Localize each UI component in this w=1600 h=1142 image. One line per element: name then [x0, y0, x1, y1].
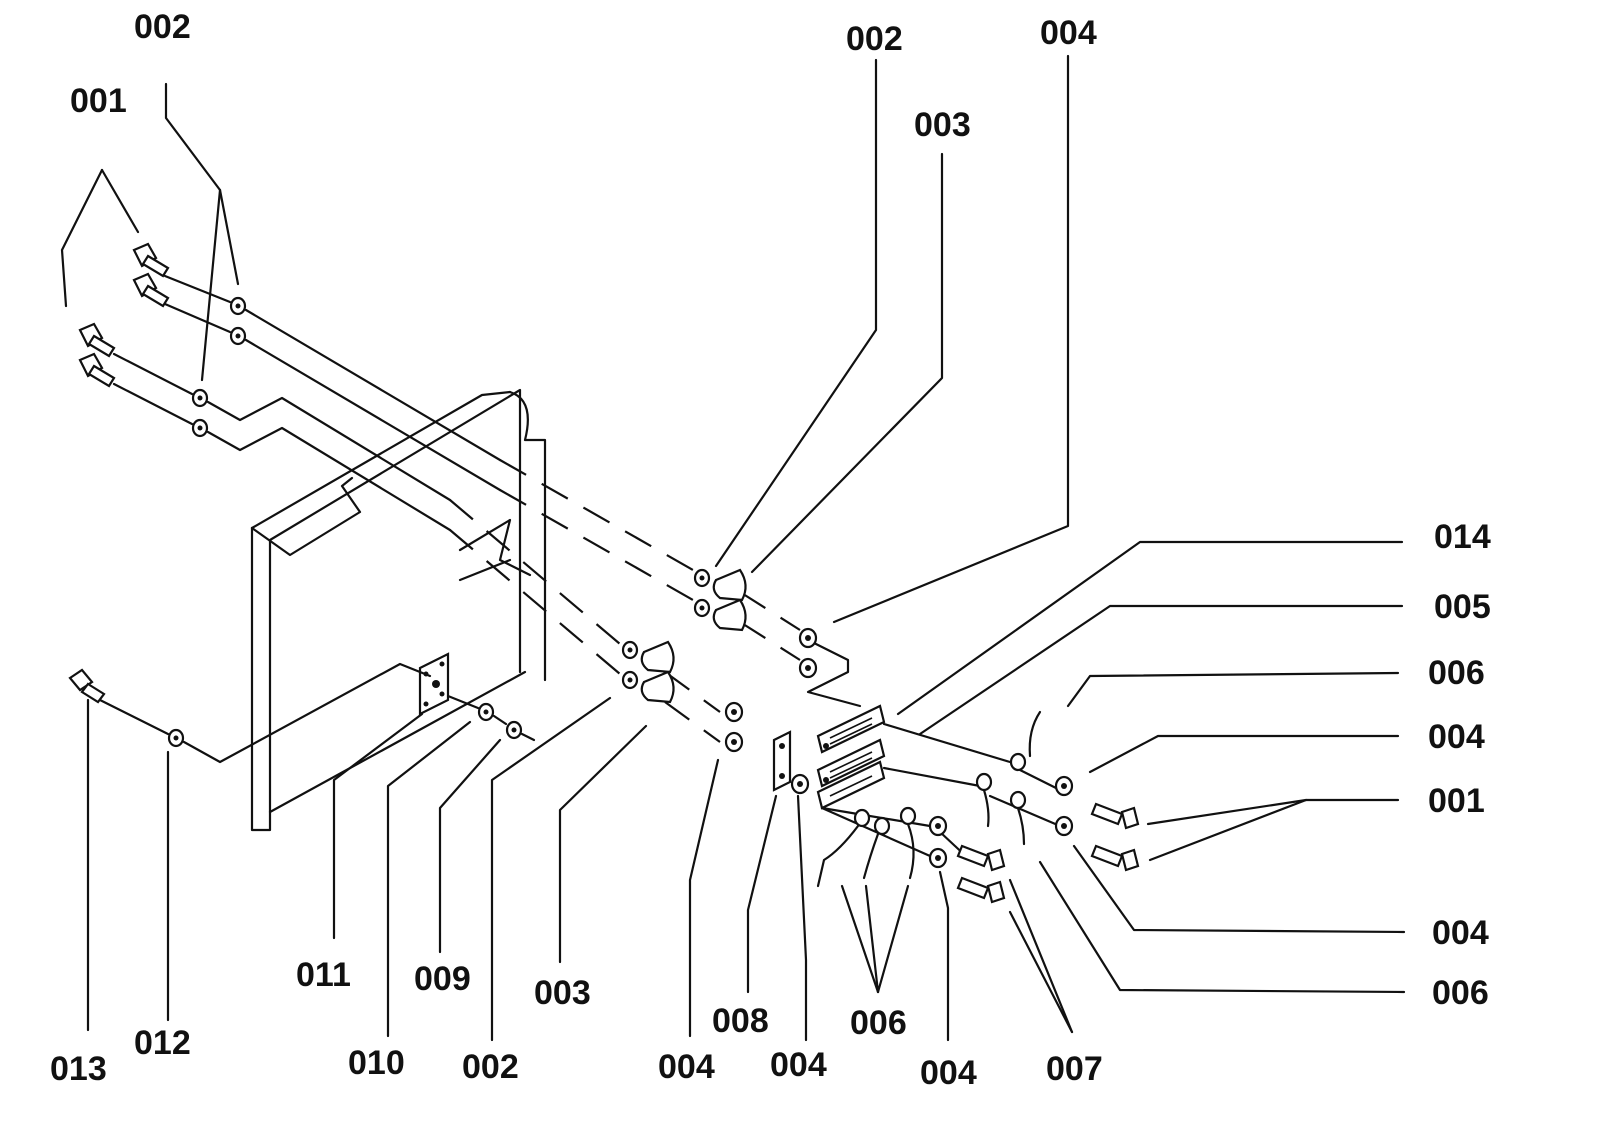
- mounting-panel: [250, 388, 547, 832]
- callout-004-bottom-2: 004: [770, 1046, 827, 1084]
- screw-013: [68, 668, 106, 704]
- washer-009: [477, 702, 495, 722]
- terminal-block-014: [816, 704, 886, 754]
- callout-009: 009: [414, 960, 471, 998]
- washer-004-lower-b: [724, 731, 744, 753]
- washer-002-b: [229, 326, 247, 346]
- callout-001-top-left: 001: [70, 82, 127, 120]
- washer-002-d: [191, 418, 209, 438]
- bracket-plate-011: [418, 652, 450, 716]
- screw-001-top-1: [132, 242, 170, 278]
- callout-004-top-right: 004: [1040, 14, 1097, 52]
- callout-004-bottom-1: 004: [658, 1048, 715, 1086]
- callout-011: 011: [296, 956, 351, 994]
- standoff-003-upper-a: [693, 568, 747, 602]
- callout-010: 010: [348, 1044, 405, 1082]
- callout-004-bottom-3: 004: [920, 1054, 977, 1092]
- callout-005: 005: [1434, 588, 1491, 626]
- washer-002-a: [229, 296, 247, 316]
- leader-lines: [60, 54, 1406, 1042]
- lug-006-lower: [975, 772, 1027, 846]
- callout-006-right-upper: 006: [1428, 654, 1485, 692]
- callout-013: 013: [50, 1050, 107, 1088]
- callout-labels: 002 001 002 004 003 014 005 006 004 001 …: [50, 8, 1491, 1092]
- washer-004-upper-b: [798, 657, 818, 679]
- assembly-axis-lines: [112, 274, 862, 743]
- screw-007-b: [956, 876, 1006, 904]
- washer-012: [167, 728, 185, 748]
- callout-012: 012: [134, 1024, 191, 1062]
- washer-004-right-a: [1054, 775, 1074, 797]
- callout-003-bottom: 003: [534, 974, 591, 1012]
- callout-003-top-right: 003: [914, 106, 971, 144]
- washer-004-bottom-a: [928, 815, 948, 837]
- standoff-003-lower-b: [621, 670, 675, 704]
- washer-004-bar: [790, 773, 810, 795]
- standoff-003-lower-a: [621, 640, 675, 674]
- washer-004-bottom-b: [928, 847, 948, 869]
- washer-002-c: [191, 388, 209, 408]
- spacer-bar-008: [772, 730, 792, 792]
- callout-002-bottom: 002: [462, 1048, 519, 1086]
- callout-007: 007: [1046, 1050, 1103, 1088]
- callout-008: 008: [712, 1002, 769, 1040]
- standoff-003-upper-b: [693, 598, 747, 632]
- callout-014: 014: [1434, 518, 1491, 556]
- callout-006-bottom: 006: [850, 1004, 907, 1042]
- callout-002-top-right: 002: [846, 20, 903, 58]
- washer-004-upper-a: [798, 627, 818, 649]
- screw-007-a: [956, 844, 1006, 872]
- callout-004-right-lower: 004: [1432, 914, 1489, 952]
- callout-006-right-lower: 006: [1432, 974, 1489, 1012]
- washer-004-right-b: [1054, 815, 1074, 837]
- callout-002-top-left: 002: [134, 8, 191, 46]
- washer-004-lower-a: [724, 701, 744, 723]
- screw-001-top-2: [132, 272, 170, 308]
- callout-001-right: 001: [1428, 782, 1485, 820]
- nut-002-bracket: [505, 720, 523, 740]
- bracket-axis-lines: [98, 662, 536, 764]
- screw-001-left-2: [78, 352, 116, 388]
- terminal-block-005: [816, 738, 886, 810]
- lugs-006-bottom: [816, 806, 917, 888]
- callout-004-right-upper: 004: [1428, 718, 1485, 756]
- screw-001-right-a: [1090, 802, 1140, 830]
- screw-001-right-b: [1090, 844, 1140, 872]
- lug-006-upper: [1009, 710, 1042, 772]
- screw-001-left-1: [78, 322, 116, 358]
